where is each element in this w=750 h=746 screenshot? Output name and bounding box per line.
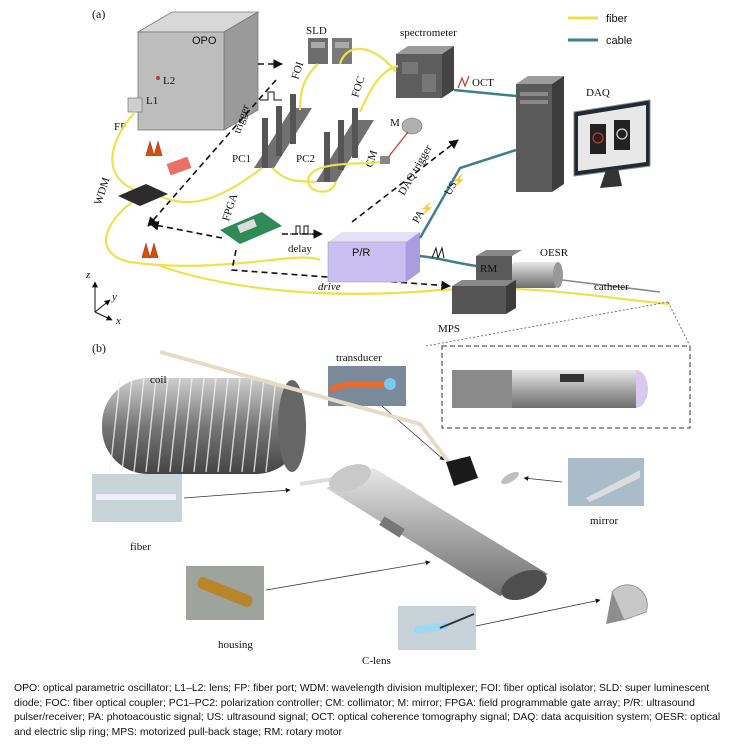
fiber-photo	[92, 474, 182, 522]
housing-label: housing	[218, 639, 253, 651]
collimator	[380, 156, 390, 164]
oct-cable	[453, 88, 517, 98]
fiber-paths	[105, 47, 671, 306]
fp-label: FP	[114, 121, 126, 133]
catheter-label: catheter	[594, 281, 629, 293]
housing-pointer	[265, 560, 431, 591]
electrical-wire	[159, 350, 452, 466]
catheter-tip-inset	[441, 345, 691, 429]
pc2-device	[316, 108, 374, 182]
transducer-element	[446, 456, 478, 486]
coil-part	[102, 377, 306, 474]
foi-label: FOI	[289, 60, 306, 81]
pr-label: P/R	[352, 247, 370, 259]
mirror-label: mirror	[590, 515, 618, 527]
oct-signal-icon	[457, 75, 470, 89]
oesr-label: OESR	[540, 247, 569, 259]
us-pulse-icon	[431, 246, 445, 260]
trigger-to-fpga-line	[147, 79, 277, 227]
sld-device	[308, 38, 352, 64]
fiber-port	[127, 97, 143, 113]
axis-x-label: x	[115, 315, 121, 327]
pc1-label: PC1	[232, 153, 251, 165]
delay-label: delay	[288, 243, 312, 255]
drive-label: drive	[318, 281, 341, 293]
pa-label: PA	[410, 208, 427, 225]
l2-label: L2	[163, 75, 175, 87]
daq-label: DAQ	[586, 87, 610, 99]
control-dashed-lines	[149, 139, 459, 291]
coil-label: coil	[150, 374, 167, 386]
pr-box	[327, 232, 420, 283]
housing-tube	[326, 464, 548, 601]
legend-fiber-label: fiber	[606, 13, 628, 25]
spectrometer-label: spectrometer	[400, 27, 457, 39]
cm-beam	[385, 131, 409, 161]
laser-pulse-icon-bottom	[141, 242, 159, 259]
axis-y-label: y	[111, 291, 117, 303]
pc1-device	[254, 94, 312, 168]
fpga-board	[220, 212, 282, 244]
legend-cable-label: cable	[606, 35, 632, 47]
sld-label: SLD	[306, 25, 327, 37]
us-bolt-icon: ⚡	[452, 174, 466, 187]
l1-label: L1	[146, 95, 158, 107]
wdm-device	[118, 184, 168, 206]
housing-photo	[186, 566, 264, 620]
delay-pulse-icon	[290, 225, 314, 235]
pa-bolt-icon: ⚡	[420, 202, 434, 215]
panel-b-tag: (b)	[92, 341, 106, 355]
daq-monitor	[573, 99, 651, 188]
figure-canvas: (a) fiber cable OPO L2 L1 FP SLD FOI FOC…	[85, 7, 691, 667]
cm-label: CM	[363, 149, 380, 169]
daq-trigger-label: DAQ trigger	[396, 143, 435, 198]
spectrometer-device	[396, 46, 454, 98]
wdm-label: WDM	[92, 176, 112, 207]
mirror-piece	[501, 471, 519, 485]
oct-label: OCT	[472, 77, 494, 89]
mps-stage	[452, 280, 516, 314]
figure-caption: OPO: optical parametric oscillator; L1–L…	[14, 683, 721, 738]
pc2-label: PC2	[296, 153, 315, 165]
daq-tower	[516, 76, 564, 192]
mirror-m	[401, 117, 423, 135]
fiber-pointer	[183, 487, 291, 499]
m-label: M	[390, 117, 400, 129]
clens-part	[606, 584, 648, 624]
foc-label: FOC	[349, 75, 367, 99]
zoom-guide-lines	[425, 301, 691, 347]
opo-label: OPO	[192, 35, 217, 47]
l2-lens	[156, 76, 160, 80]
oesr-rm-device	[476, 250, 661, 293]
signal-cables	[418, 148, 517, 268]
panel-a-tag: (a)	[92, 7, 105, 21]
transducer-photo	[328, 366, 406, 406]
opo-box	[136, 11, 260, 131]
axis-z-label: z	[85, 269, 91, 281]
fpga-label: FPGA	[220, 192, 240, 223]
mirror-pointer	[523, 476, 563, 483]
clens-pointer	[475, 598, 601, 627]
laser-beam-icon	[166, 156, 192, 176]
clens-label: C-lens	[362, 655, 391, 667]
mirror-photo	[568, 458, 644, 506]
axis-triad	[92, 281, 113, 321]
transducer-label: transducer	[336, 352, 382, 364]
fiber-label-b: fiber	[130, 541, 151, 553]
trigger-pulse-icon	[260, 91, 282, 101]
clens-photo	[398, 606, 476, 650]
mps-label: MPS	[438, 323, 460, 335]
rm-label: RM	[480, 263, 497, 275]
laser-pulse-icon-top	[145, 140, 163, 157]
